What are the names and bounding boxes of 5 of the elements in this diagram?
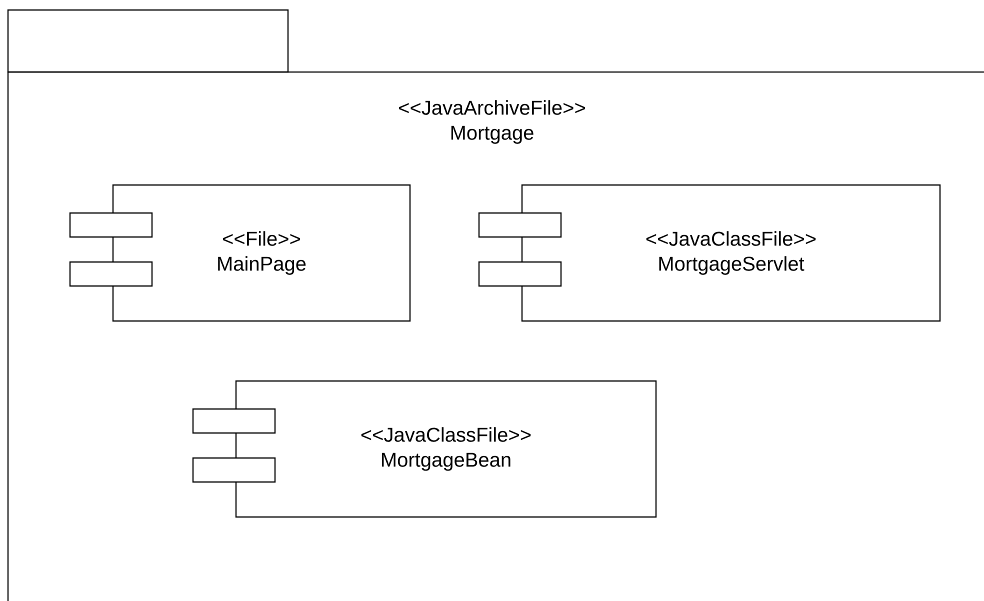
node-label: Mortgage	[451, 126, 534, 144]
node-label: <<JavaArchiveFile>>	[399, 100, 585, 115]
component-box: <<JavaClassFile>> MortgageServlet	[478, 184, 941, 322]
component-box: <<File>> MainPage	[69, 184, 411, 322]
component-box: <<JavaClassFile>> MortgageBean	[192, 380, 657, 518]
